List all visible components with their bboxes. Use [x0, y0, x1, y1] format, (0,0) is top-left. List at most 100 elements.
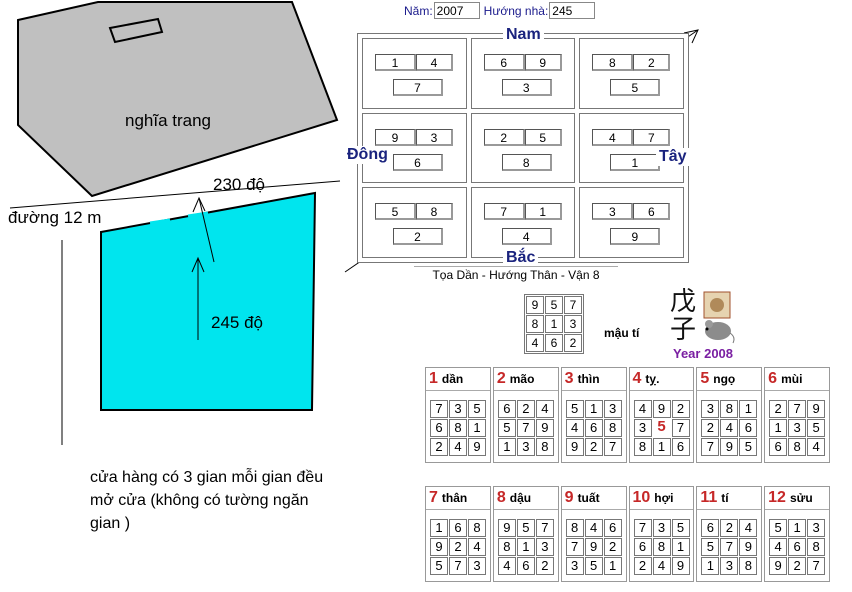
month-grid-cell: 7 — [516, 419, 535, 437]
month-grid-cell: 2 — [671, 400, 690, 418]
star-number-b: 3 — [416, 128, 453, 146]
year-grid-cell: 1 — [545, 315, 563, 333]
month-grid-cell: 2 — [449, 538, 467, 556]
month-grid-cell: 4 — [449, 438, 467, 456]
month-grid-cell: 9 — [565, 438, 584, 456]
month-name: dần — [441, 372, 464, 386]
month-grid-cell: 7 — [603, 438, 622, 456]
month-grid-cell: 3 — [603, 400, 622, 418]
month-grid-cell: 8 — [807, 538, 826, 556]
month-grid-cell: 1 — [468, 419, 486, 437]
star-number-b: 9 — [524, 54, 562, 71]
month-name: tỵ. — [645, 372, 660, 386]
arrow-head-245 — [191, 256, 205, 273]
month-number: 12 — [768, 489, 786, 506]
month-grid-cell: 6 — [739, 419, 758, 437]
shop-shape — [100, 191, 317, 411]
month-grid-cell: 1 — [497, 438, 516, 456]
month-grid-cell: 7 — [430, 400, 448, 418]
month-grid-cell: 2 — [535, 557, 554, 575]
month-grid-cell: 7 — [535, 519, 554, 537]
month-grid-cell: 2 — [769, 400, 788, 418]
cemetery-shape — [17, 1, 339, 198]
angle-230-label: 230 độ — [213, 175, 265, 194]
label-east: Đông — [344, 146, 391, 164]
month-grid-cell: 8 — [788, 438, 807, 456]
year-input[interactable] — [433, 2, 480, 19]
star-number-c: 1 — [610, 153, 661, 171]
month-grid-cell: 4 — [468, 538, 486, 556]
star-number-a: 9 — [375, 128, 416, 146]
month-grid-cell: 9 — [671, 557, 690, 575]
month-grid-cell: 1 — [769, 419, 788, 437]
month-grid-cell: 1 — [584, 400, 603, 418]
month-grid-cell: 4 — [769, 538, 788, 556]
star-number-c: 7 — [393, 79, 443, 96]
month-grid-cell: 8 — [497, 538, 516, 556]
month-grid-cell: 7 — [565, 538, 584, 556]
month-grid-cell: 7 — [701, 438, 720, 456]
month-grid-cell: 6 — [633, 538, 652, 556]
star-number-b: 6 — [633, 203, 671, 221]
month-grid-cell: 5 — [769, 519, 788, 537]
month-grid-cell: 5 — [701, 538, 720, 556]
month-grid-cell: 2 — [633, 557, 652, 575]
month-grid-cell: 4 — [652, 557, 671, 575]
star-number-a: 1 — [375, 54, 416, 71]
month-grid-cell: 6 — [430, 419, 448, 437]
star-number-a: 6 — [483, 54, 525, 71]
month-grid-cell: 6 — [497, 400, 516, 418]
month-grid-cell: 5 — [468, 400, 486, 418]
month-grid-cell: 8 — [633, 438, 652, 456]
month-grid-cell: 3 — [720, 557, 739, 575]
year-grid-cell: 5 — [545, 296, 563, 314]
month-number: 2 — [496, 370, 506, 387]
month-grid-cell: 2 — [584, 438, 603, 456]
star-number-a: 7 — [483, 203, 525, 221]
month-name: tuất — [577, 491, 600, 505]
road-edge-line — [9, 180, 341, 209]
month-grid-cell: 8 — [535, 438, 554, 456]
month-grid-cell: 6 — [449, 519, 467, 537]
month-grid-cell: 5 — [565, 400, 584, 418]
month-grid-cell: 6 — [671, 438, 690, 456]
direction-input[interactable] — [549, 2, 596, 19]
month-grid-cell: 7 — [807, 557, 826, 575]
month-grid-cell: 7 — [788, 400, 807, 418]
angle-245-label: 245 độ — [211, 313, 263, 332]
month-number: 5 — [700, 370, 710, 387]
month-grid-cell: 4 — [565, 419, 584, 437]
month-grid-cell: 3 — [565, 557, 584, 575]
month-name: thìn — [577, 372, 600, 386]
year-grid-cell: 7 — [564, 296, 582, 314]
month-grid-cell: 3 — [633, 419, 652, 437]
month-grid-cell: 9 — [769, 557, 788, 575]
year-grid-cell: 8 — [526, 315, 544, 333]
star-number-c: 6 — [393, 153, 443, 171]
month-grid-cell: 1 — [671, 538, 690, 556]
month-grid-cell: 8 — [652, 538, 671, 556]
month-grid-cell: 2 — [430, 438, 448, 456]
star-number-a: 8 — [592, 54, 634, 71]
star-number-a: 5 — [375, 203, 416, 221]
axis-arrow-head — [683, 29, 699, 44]
